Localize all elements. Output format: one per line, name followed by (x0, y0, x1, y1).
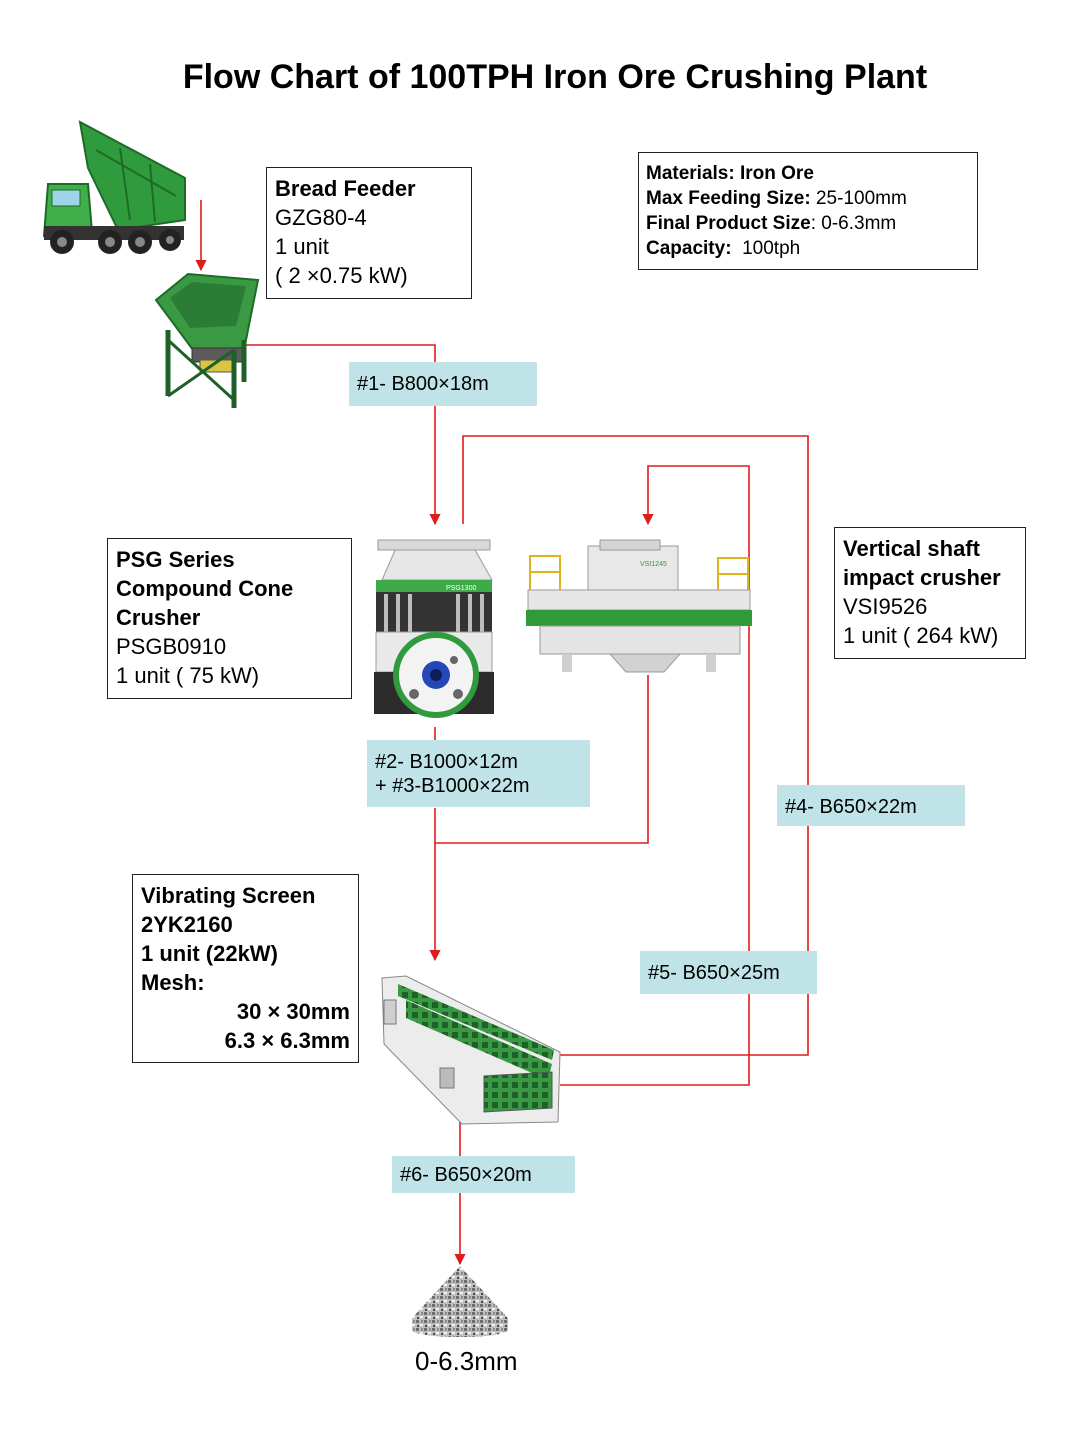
cone-crusher-name-line2: Compound Cone (116, 576, 294, 601)
vsi-crusher-plate: VSI1245 (640, 561, 667, 568)
vsi-crusher-icon: VSI1245 (526, 539, 752, 673)
feeder-to-cone-line (240, 344, 441, 526)
feeder-info-box: Bread Feeder GZG80-4 1 unit ( 2 ×0.75 kW… (266, 167, 472, 299)
max-feeding-size-label: Max Feeding Size: (646, 188, 811, 209)
product-pile-icon (412, 1266, 508, 1337)
capacity-value: 100tph (731, 238, 801, 259)
belt-label-3: + #3-B1000×22m (375, 775, 530, 797)
materials-label: Materials: Iron Ore (646, 163, 814, 184)
page-title: Flow Chart of 100TPH Iron Ore Crushing P… (182, 58, 928, 96)
vsi-info-box: Vertical shaft impact crusher VSI9526 1 … (834, 527, 1026, 659)
cone-crusher-name-line3: Crusher (116, 605, 201, 630)
screen-mesh-2: 6.3 × 6.3mm (224, 1028, 350, 1053)
feeder-qty: 1 unit (275, 234, 329, 259)
dump-truck-icon (42, 120, 186, 254)
belt-label-2: #2- B1000×12m (375, 751, 518, 773)
screen-name: Vibrating Screen (141, 883, 316, 908)
vsi-qty: 1 unit ( 264 kW) (843, 623, 999, 648)
vsi-outlet-line (435, 675, 649, 844)
screen-model: 2YK2160 (141, 912, 233, 937)
cone-crusher-plate: PSG1300 (446, 585, 476, 592)
feeder-power: ( 2 ×0.75 kW) (275, 263, 408, 288)
final-product-size-value: : 0-6.3mm (810, 213, 897, 234)
vsi-name-line1: Vertical shaft (843, 536, 980, 561)
cone-crusher-model: PSGB0910 (116, 634, 227, 659)
final-product-size-label: Final Product Size (646, 213, 811, 234)
screen-info-box: Vibrating Screen 2YK2160 1 unit (22kW) M… (132, 874, 359, 1063)
screen-qty: 1 unit (22kW) (141, 941, 278, 966)
capacity-label: Capacity: (646, 238, 732, 259)
max-feeding-size-value: 25-100mm (810, 188, 907, 209)
materials-spec-box: Materials: Iron Ore Max Feeding Size: 25… (638, 152, 978, 270)
hopper-feeder-icon (154, 272, 260, 408)
cone-crusher-name-line1: PSG Series (116, 547, 235, 572)
flow-lines (195, 200, 809, 1266)
belt-label-6: #6- B650×20m (392, 1156, 575, 1193)
cone-crusher-icon: PSG1300 (374, 539, 494, 718)
screen-midsize-to-vsi-line (560, 465, 750, 1086)
vsi-model: VSI9526 (843, 594, 928, 619)
screen-mesh-label: Mesh: (141, 970, 205, 995)
screen-mesh-1: 30 × 30mm (236, 999, 350, 1024)
screen-oversize-return-line (462, 435, 809, 1056)
vibrating-screen-icon (381, 975, 561, 1125)
vsi-name-line2: impact crusher (843, 565, 1001, 590)
feeder-model: GZG80-4 (275, 205, 367, 230)
cone-crusher-info-box: PSG Series Compound Cone Crusher PSGB091… (107, 538, 352, 699)
belt-label-2-3: #2- B1000×12m + #3-B1000×22m (367, 740, 590, 807)
feeder-name: Bread Feeder (275, 176, 416, 201)
final-product-label: 0-6.3mm (415, 1346, 518, 1376)
belt-label-4: #4- B650×22m (777, 785, 965, 826)
belt-label-5: #5- B650×25m (640, 951, 817, 994)
belt-label-1: #1- B800×18m (349, 362, 537, 406)
cone-crusher-qty: 1 unit ( 75 kW) (116, 663, 260, 688)
